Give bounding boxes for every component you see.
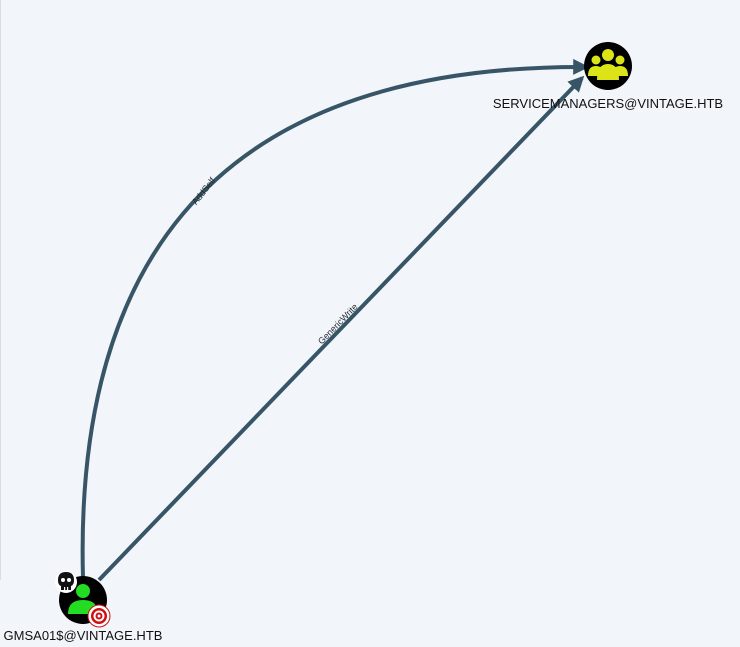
node-label-servicemanagers: SERVICEMANAGERS@VINTAGE.HTB [493, 96, 723, 111]
canvas-left-border [0, 0, 1, 580]
group-icon [588, 49, 628, 80]
edge-label-addself: AddSelf [190, 175, 218, 206]
target-icon [87, 604, 111, 628]
edge-genericwrite[interactable]: GenericWrite [97, 75, 585, 582]
node-servicemanagers[interactable]: SERVICEMANAGERS@VINTAGE.HTB [493, 42, 723, 111]
node-gmsa01[interactable]: GMSA01$@VINTAGE.HTB [4, 571, 163, 643]
edge-label-genericwrite: GenericWrite [316, 302, 360, 347]
node-label-gmsa01: GMSA01$@VINTAGE.HTB [4, 628, 163, 643]
skull-icon [55, 571, 77, 593]
